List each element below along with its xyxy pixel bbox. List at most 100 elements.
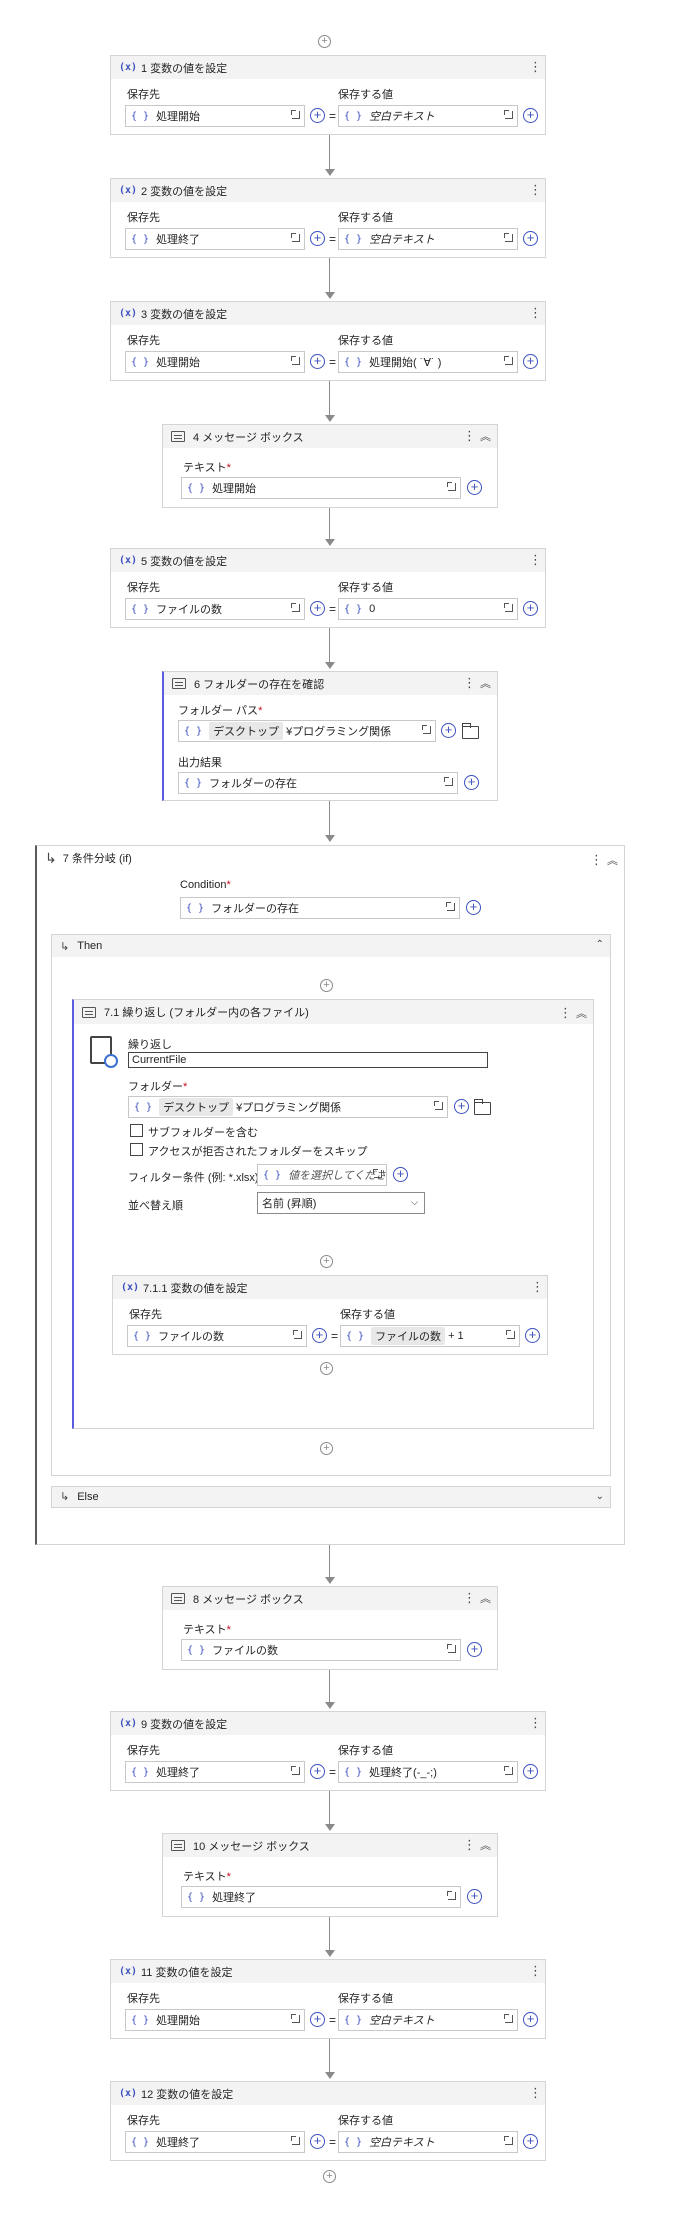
activity-header[interactable]: (x) 1 変数の値を設定 xyxy=(111,56,545,79)
loop-block-7-1[interactable]: 7.1 繰り返し (フォルダー内の各ファイル) ⋮ ︽ 繰り返し Current… xyxy=(72,999,594,1429)
browse-folder-icon[interactable] xyxy=(462,723,479,739)
then-header[interactable]: ↳ Then xyxy=(52,935,610,957)
expand-icon[interactable] xyxy=(504,110,513,119)
more-options-icon[interactable]: ⋮ xyxy=(529,1715,542,1730)
skip-denied-checkbox[interactable] xyxy=(130,1143,143,1156)
value-field[interactable]: { } 処理開始( ˙∀˙ ) xyxy=(338,351,518,373)
value-field[interactable]: { } 空白テキスト xyxy=(338,228,518,250)
message-text-field[interactable]: { } 処理終了 xyxy=(181,1886,461,1908)
add-variable-button[interactable]: + xyxy=(464,775,479,790)
activity-card-step-9[interactable]: (x) 9 変数の値を設定 ⋮ 保存先 保存する値 { } 処理終了 + = {… xyxy=(110,1711,546,1791)
activity-card-step-8[interactable]: 8 メッセージ ボックス ⋮ ︽ テキスト* { } ファイルの数 + xyxy=(162,1586,498,1670)
target-variable-field[interactable]: { } ファイルの数 xyxy=(125,598,305,620)
expand-icon[interactable] xyxy=(504,2136,513,2145)
expand-icon[interactable] xyxy=(447,1891,456,1900)
activity-header[interactable]: (x) 7.1.1 変数の値を設定 xyxy=(113,1276,547,1299)
add-value-button[interactable]: + xyxy=(525,1328,540,1343)
more-options-icon[interactable]: ⋮ xyxy=(463,1590,476,1605)
expand-icon[interactable] xyxy=(291,2136,300,2145)
target-variable-field[interactable]: { } 処理終了 xyxy=(125,2131,305,2153)
condition-field[interactable]: { } フォルダーの存在 xyxy=(180,897,460,919)
more-options-icon[interactable]: ⋮ xyxy=(529,305,542,320)
add-value-button[interactable]: + xyxy=(523,108,538,123)
expand-icon[interactable] xyxy=(504,233,513,242)
more-options-icon[interactable]: ⋮ xyxy=(531,1279,544,1294)
else-branch[interactable]: ↳ Else ⌄ xyxy=(51,1486,611,1508)
activity-card-step-5[interactable]: (x) 5 変数の値を設定 ⋮ 保存先 保存する値 { } ファイルの数 + =… xyxy=(110,548,546,628)
add-variable-button[interactable]: + xyxy=(310,231,325,246)
more-options-icon[interactable]: ⋮ xyxy=(463,1837,476,1852)
more-options-icon[interactable]: ⋮ xyxy=(529,182,542,197)
include-subfolders-checkbox[interactable] xyxy=(130,1124,143,1137)
add-value-button[interactable]: + xyxy=(467,1642,482,1657)
expand-icon[interactable] xyxy=(293,1330,302,1339)
activity-card-step-1[interactable]: (x) 1 変数の値を設定 ⋮ 保存先 保存する値 { } 処理開始 + = {… xyxy=(110,55,546,135)
add-value-button[interactable]: + xyxy=(393,1167,408,1182)
browse-folder-icon[interactable] xyxy=(474,1099,491,1115)
value-field[interactable]: { } 処理終了(-_-;) xyxy=(338,1761,518,1783)
expand-icon[interactable] xyxy=(504,603,513,612)
add-activity-button[interactable]: + xyxy=(320,979,333,992)
expand-icon[interactable] xyxy=(504,1766,513,1775)
value-field[interactable]: { } 空白テキスト xyxy=(338,2131,518,2153)
activity-card-step-10[interactable]: 10 メッセージ ボックス ⋮ ︽ テキスト* { } 処理終了 + xyxy=(162,1833,498,1917)
expand-icon[interactable] xyxy=(447,482,456,491)
add-value-button[interactable]: + xyxy=(454,1099,469,1114)
activity-header[interactable]: (x) 12 変数の値を設定 xyxy=(111,2082,545,2105)
collapse-icon[interactable]: ︽ xyxy=(576,1008,587,1020)
collapse-icon[interactable]: ︽ xyxy=(480,1593,491,1605)
add-value-button[interactable]: + xyxy=(441,723,456,738)
add-value-button[interactable]: + xyxy=(467,1889,482,1904)
expand-icon[interactable] xyxy=(446,902,455,911)
more-options-icon[interactable]: ⋮ xyxy=(463,428,476,443)
add-value-button[interactable]: + xyxy=(523,354,538,369)
target-variable-field[interactable]: { } 処理終了 xyxy=(125,1761,305,1783)
activity-card-step-4[interactable]: 4 メッセージ ボックス ⋮ ︽ テキスト* { } 処理開始 + xyxy=(162,424,498,508)
more-options-icon[interactable]: ⋮ xyxy=(529,2085,542,2100)
add-activity-button[interactable]: + xyxy=(320,1362,333,1375)
activity-header[interactable]: 4 メッセージ ボックス xyxy=(163,425,497,448)
target-variable-field[interactable]: { } ファイルの数 xyxy=(127,1325,307,1347)
expand-icon[interactable] xyxy=(291,603,300,612)
expand-icon[interactable] xyxy=(444,777,453,786)
add-value-button[interactable]: + xyxy=(466,900,481,915)
expand-icon[interactable] xyxy=(434,1101,443,1110)
value-field[interactable]: { } 0 xyxy=(338,598,518,620)
filter-field[interactable]: { } 値を選択してくださ... xyxy=(257,1164,387,1186)
target-variable-field[interactable]: { } 処理開始 xyxy=(125,351,305,373)
add-activity-button[interactable]: + xyxy=(320,1255,333,1268)
activity-header[interactable]: (x) 2 変数の値を設定 xyxy=(111,179,545,202)
add-value-button[interactable]: + xyxy=(467,480,482,495)
activity-header[interactable]: (x) 9 変数の値を設定 xyxy=(111,1712,545,1735)
add-activity-button[interactable]: + xyxy=(323,2170,336,2183)
activity-card-step-3[interactable]: (x) 3 変数の値を設定 ⋮ 保存先 保存する値 { } 処理開始 + = {… xyxy=(110,301,546,381)
target-variable-field[interactable]: { } 処理開始 xyxy=(125,105,305,127)
add-variable-button[interactable]: + xyxy=(310,2012,325,2027)
activity-header[interactable]: 10 メッセージ ボックス xyxy=(163,1834,497,1857)
add-variable-button[interactable]: + xyxy=(310,108,325,123)
expand-icon[interactable] xyxy=(291,2014,300,2023)
more-options-icon[interactable]: ⋮ xyxy=(559,1005,572,1020)
collapse-then-icon[interactable]: ⌃ xyxy=(595,939,604,950)
expand-else-icon[interactable]: ⌄ xyxy=(595,1491,604,1502)
expand-icon[interactable] xyxy=(504,2014,513,2023)
activity-card-step-12[interactable]: (x) 12 変数の値を設定 ⋮ 保存先 保存する値 { } 処理終了 + = … xyxy=(110,2081,546,2161)
expand-icon[interactable] xyxy=(447,1644,456,1653)
activity-card-step-6[interactable]: 6 フォルダーの存在を確認 ⋮ ︽ フォルダー パス* { } デスクトップ ¥… xyxy=(162,671,498,801)
message-text-field[interactable]: { } 処理開始 xyxy=(181,477,461,499)
loop-header[interactable]: 7.1 繰り返し (フォルダー内の各ファイル) xyxy=(74,1000,593,1024)
expand-icon[interactable] xyxy=(506,1330,515,1339)
add-variable-button[interactable]: + xyxy=(310,601,325,616)
expand-icon[interactable] xyxy=(422,725,431,734)
add-value-button[interactable]: + xyxy=(523,2012,538,2027)
else-header[interactable]: ↳ Else xyxy=(60,1490,99,1504)
then-branch[interactable]: ↳ Then ⌃ + 7.1 繰り返し (フォルダー内の各ファイル) ⋮ ︽ 繰… xyxy=(51,934,611,1476)
folder-path-field[interactable]: { } デスクトップ ¥プログラミング関係 xyxy=(178,720,436,742)
activity-header[interactable]: (x) 3 変数の値を設定 xyxy=(111,302,545,325)
add-activity-button[interactable]: + xyxy=(320,1442,333,1455)
activity-header[interactable]: (x) 5 変数の値を設定 xyxy=(111,549,545,572)
target-variable-field[interactable]: { } 処理開始 xyxy=(125,2009,305,2031)
collapse-icon[interactable]: ︽ xyxy=(480,1840,491,1852)
add-variable-button[interactable]: + xyxy=(310,354,325,369)
target-variable-field[interactable]: { } 処理終了 xyxy=(125,228,305,250)
